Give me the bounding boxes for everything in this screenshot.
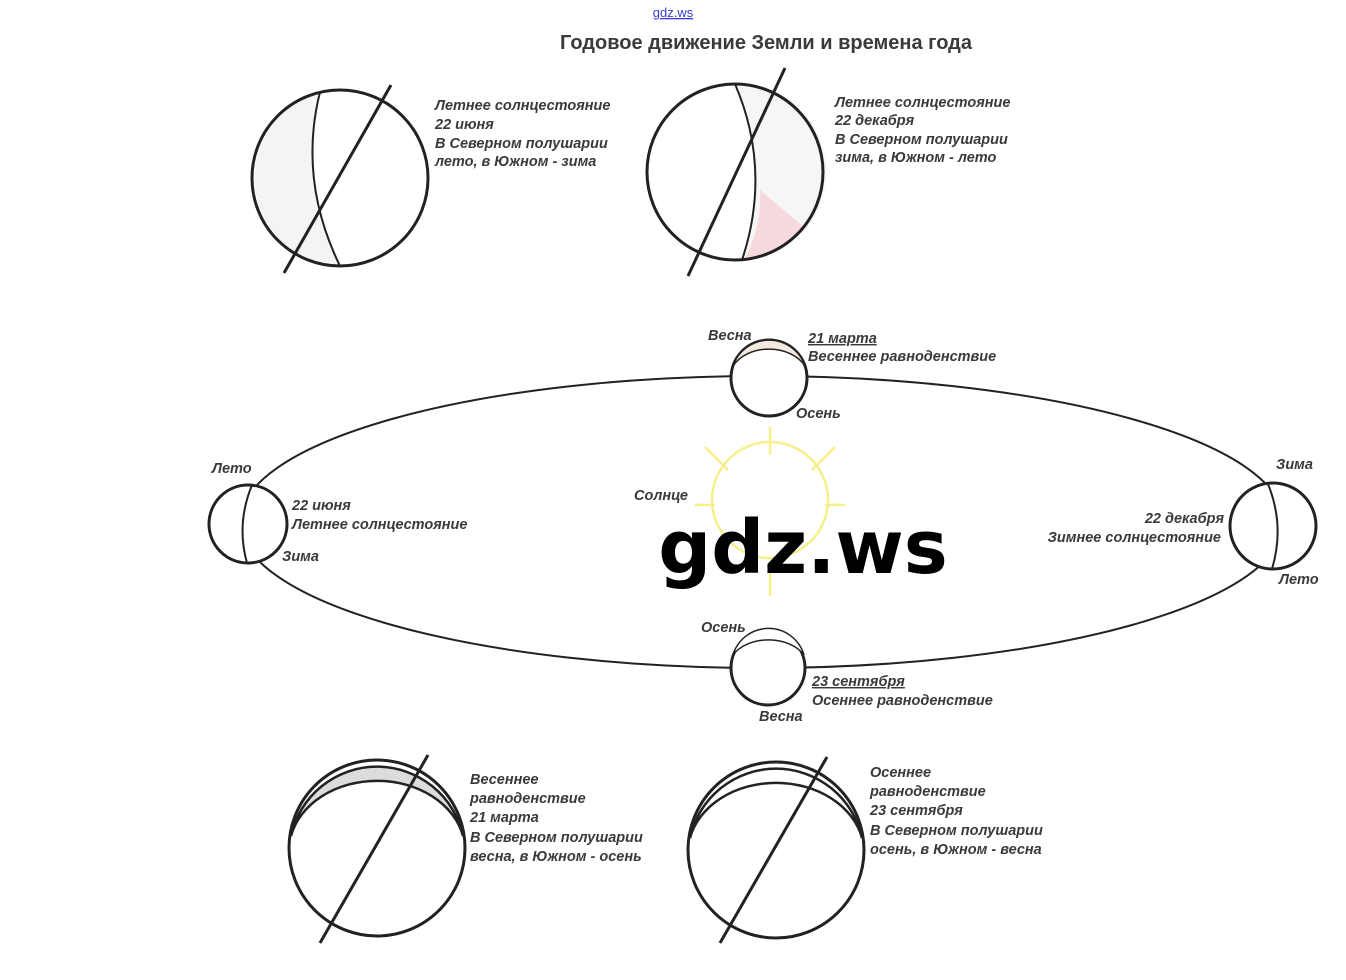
svg-text:23 сентября: 23 сентября bbox=[869, 803, 963, 819]
svg-text:лето, в Южном - зима: лето, в Южном - зима bbox=[434, 154, 596, 170]
label-winter: Зима bbox=[282, 549, 319, 565]
label-winter-solstice: Зимнее солнцестояние bbox=[1048, 530, 1221, 546]
svg-text:равноденствие: равноденствие bbox=[869, 784, 986, 800]
svg-text:21 марта: 21 марта bbox=[469, 810, 539, 826]
svg-text:зима, в Южном - лето: зима, в Южном - лето bbox=[835, 150, 996, 166]
label-summer-right: Лето bbox=[1278, 572, 1319, 588]
label-autumn-bottom: Осень bbox=[701, 620, 746, 636]
watermark-link[interactable]: gdz.ws bbox=[653, 5, 694, 20]
svg-text:В Северном полушарии: В Северном полушарии bbox=[835, 132, 1008, 148]
globe-vernal-equinox bbox=[287, 754, 467, 944]
globe-autumnal-equinox bbox=[686, 756, 866, 944]
date-june: 22 июня bbox=[291, 498, 351, 514]
svg-text:весна, в Южном - осень: весна, в Южном - осень bbox=[470, 849, 642, 865]
svg-text:В Северном полушарии: В Северном полушарии bbox=[870, 823, 1043, 839]
earth-december bbox=[1228, 481, 1318, 571]
page-title: Годовое движение Земли и времена года bbox=[560, 32, 973, 54]
label-summer: Лето bbox=[211, 461, 252, 477]
date-december: 22 декабря bbox=[1144, 511, 1225, 527]
label-spring: Весна bbox=[708, 328, 752, 344]
caption-bottom-right: Осеннее равноденствие 23 сентября В Севе… bbox=[869, 765, 1043, 858]
label-autumnal-equinox: Осеннее равноденствие bbox=[812, 693, 993, 709]
svg-text:равноденствие: равноденствие bbox=[469, 791, 586, 807]
globe-june-solstice bbox=[250, 84, 430, 274]
label-spring-bottom: Весна bbox=[759, 709, 803, 725]
caption-top-right: Летнее солнцестояние 22 декабря В Северн… bbox=[834, 95, 1010, 166]
earth-march bbox=[729, 338, 809, 418]
date-september: 23 сентября bbox=[811, 674, 905, 690]
label-vernal-equinox: Весеннее равноденствие bbox=[808, 349, 996, 365]
svg-text:В Северном полушарии: В Северном полушарии bbox=[435, 136, 608, 152]
date-march: 21 марта bbox=[807, 331, 877, 347]
sun-label: Солнце bbox=[634, 488, 688, 504]
label-summer-solstice: Летнее солнцестояние bbox=[291, 517, 467, 533]
label-winter-right: Зима bbox=[1276, 457, 1313, 473]
caption-bottom-left: Весеннее равноденствие 21 марта В Северн… bbox=[469, 772, 643, 865]
caption-top-left: Летнее солнцестояние 22 июня В Северном … bbox=[434, 98, 610, 170]
earth-june bbox=[207, 483, 289, 565]
earth-september bbox=[729, 627, 807, 707]
svg-text:22 июня: 22 июня bbox=[434, 117, 494, 133]
globe-december-solstice bbox=[645, 67, 827, 277]
svg-text:осень, в Южном - весна: осень, в Южном - весна bbox=[870, 842, 1042, 858]
svg-text:22 декабря: 22 декабря bbox=[834, 113, 915, 129]
svg-text:Летнее солнцестояние: Летнее солнцестояние bbox=[434, 98, 610, 114]
watermark: gdz.ws bbox=[658, 505, 948, 591]
svg-text:Осеннее: Осеннее bbox=[870, 765, 931, 781]
svg-text:В Северном полушарии: В Северном полушарии bbox=[470, 830, 643, 846]
svg-text:Весеннее: Весеннее bbox=[470, 772, 539, 788]
label-autumn: Осень bbox=[796, 406, 841, 422]
sun-icon bbox=[695, 427, 845, 596]
svg-text:Летнее солнцестояние: Летнее солнцестояние bbox=[834, 95, 1010, 111]
